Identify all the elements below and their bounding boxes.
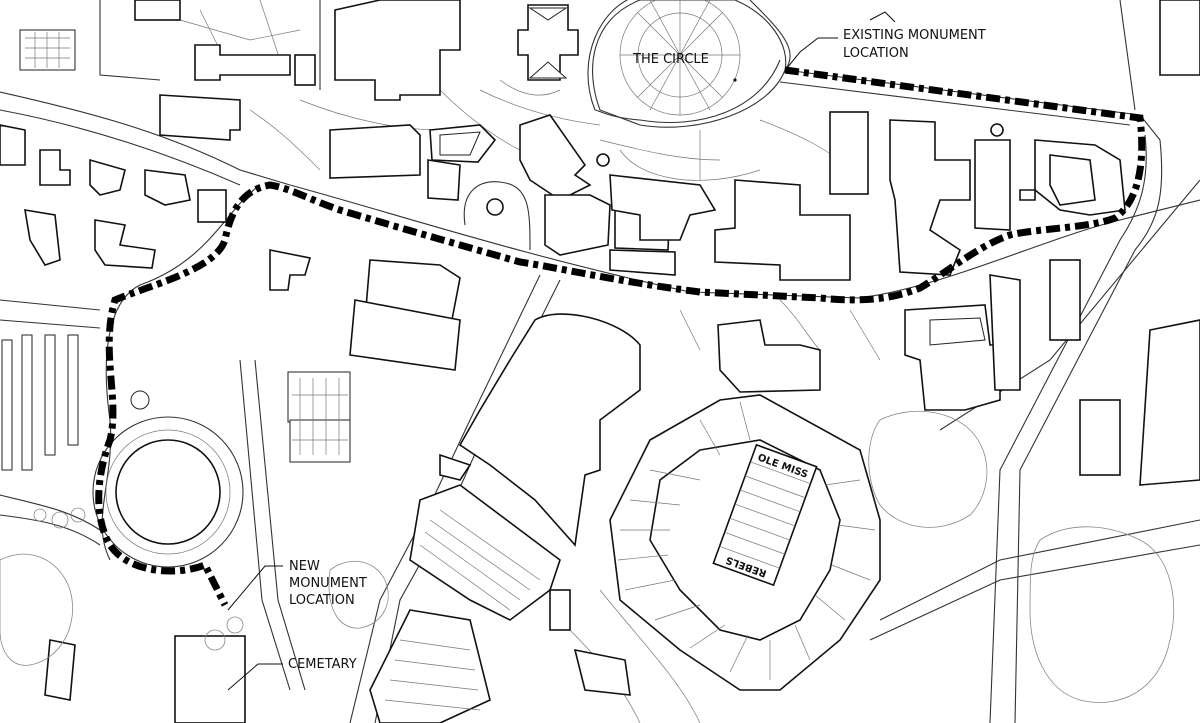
buildings-middle xyxy=(0,0,1200,371)
round-arena xyxy=(92,390,244,568)
the-circle-label: THE CIRCLE xyxy=(632,52,709,67)
new-monument-label-line1: NEW xyxy=(289,559,320,574)
buildings-top xyxy=(19,0,610,251)
map-labels: THE CIRCLE EXISTING MONUMENT LOCATION NE… xyxy=(227,11,986,691)
existing-monument-label-line2: LOCATION xyxy=(843,46,909,61)
pathways xyxy=(179,0,881,723)
parking-garages xyxy=(369,484,631,723)
route-line xyxy=(95,66,1146,607)
existing-monument-label-line1: EXISTING MONUMENT xyxy=(843,28,986,43)
existing-monument-marker-icon xyxy=(869,11,896,23)
parking-strips xyxy=(1,334,79,471)
tennis-courts xyxy=(287,371,351,463)
new-monument-leader xyxy=(227,565,283,611)
buildings-lower xyxy=(717,259,1200,486)
indoor-facility xyxy=(439,313,641,547)
tree-cover xyxy=(0,410,1175,703)
cemetary-leader xyxy=(227,663,283,691)
new-monument-label-line2: MONUMENT xyxy=(289,576,367,591)
the-circle-area xyxy=(592,0,787,128)
cemetery xyxy=(44,635,246,723)
new-monument-label-line3: LOCATION xyxy=(289,593,355,608)
cemetary-label: CEMETARY xyxy=(288,657,357,672)
existing-monument-leader xyxy=(786,37,838,69)
stadium: OLE MISS REBELS xyxy=(609,394,881,691)
